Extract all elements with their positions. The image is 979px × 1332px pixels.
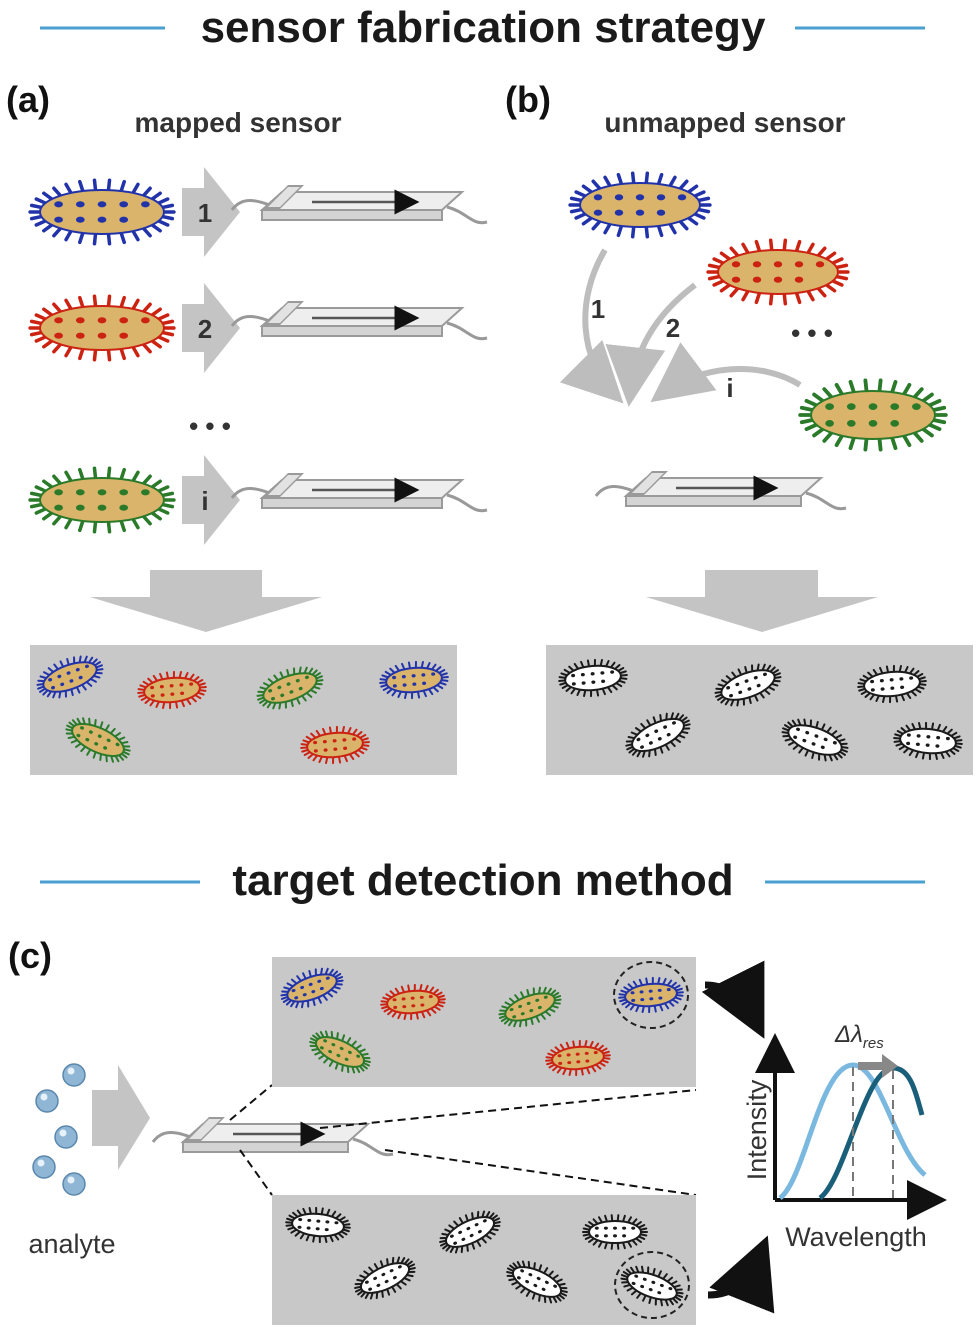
panel-a-step-1: 1 [198,198,212,228]
panel-b-arrow-1 [559,248,624,404]
spectrum-xlabel: Wavelength [785,1222,927,1252]
panel-a-surface-probe-6 [300,725,370,765]
panel-b-step-2: 2 [666,313,680,343]
panel-b-surface-probes [558,658,963,762]
panel-a-surface-probe-1 [36,655,104,699]
shift-label: Δλres [834,1021,884,1052]
panel-b-arrow-2 [605,282,697,407]
panel-a-surface-probes [36,655,449,765]
panel-c-unmapped-probe-4 [354,1256,416,1300]
panel-c-unmapped-probes [285,1206,684,1307]
unmapped-to-spectrum-arrow [707,1235,775,1314]
zoom-line-top-right [319,1089,697,1129]
panel-a-probe-3 [28,466,176,534]
panel-b-probe-blue [568,171,712,239]
panel-a-down-arrow [90,570,322,632]
panel-b-step-i: i [726,373,733,403]
spectrum-curve-after [818,1065,925,1201]
panel-b-step-1: 1 [591,294,605,324]
panel-c-mapped-probes [280,967,684,1077]
panel-a-step-2: 2 [198,314,212,344]
panel-a-surface-probe-3 [256,666,324,710]
panel-c-mapped-probe-2 [380,983,446,1021]
panel-c-unmapped-probe-6 [620,1265,684,1307]
analyte-sphere-5 [62,1172,86,1196]
panel-a-surface-probe-2 [137,670,207,710]
analyte-sphere-2 [35,1089,59,1113]
panel-b-surface-probe-1 [558,658,628,698]
analyte-arrow [92,1065,150,1170]
analyte-sphere-4 [32,1155,56,1179]
panel-a-step-arrow-2 [182,283,240,373]
panel-c-mapped-probe-1 [280,967,344,1009]
panel-a-chip-1 [230,185,488,225]
panel-c-unmapped-probe-2 [439,1210,501,1254]
analyte-label: analyte [28,1229,115,1259]
panel-b-surface-probe-5 [781,718,849,762]
panel-a-step-arrow-3 [182,455,240,545]
panel-c-sensor-chip [151,1117,394,1157]
panel-b-arrow-i [650,342,802,403]
detection-title: target detection method [232,856,733,905]
panel-a-probe-1 [28,178,176,246]
panel-b-surface-probe-2 [714,663,782,707]
shift-subscript: res [863,1035,884,1052]
panel-c-mapped-probe-4 [618,976,684,1014]
panel-c-mapped-probe-5 [309,1030,371,1074]
panel-b-chip [594,471,847,511]
panel-c-unmapped-probe-3 [582,1214,648,1250]
panel-a-subtitle: mapped sensor [135,107,342,138]
panel-b-probe-red [706,238,850,306]
panel-a-step-3: i [201,486,208,516]
panel-c-unmapped-probe-1 [285,1206,351,1244]
panel-a-step-arrow-1 [182,167,240,257]
spectrum-ylabel: Intensity [742,1079,772,1180]
unmapped-highlight-circle [614,1251,690,1319]
analyte-sphere-1 [62,1063,86,1087]
panel-c-mapped-probe-6 [545,1039,611,1077]
panel-c-mapped-probe-3 [498,986,562,1028]
panel-a-surface-probe-5 [65,717,131,763]
panel-b-ellipsis: • • • [791,318,833,348]
panel-a-rows: 1 2 i [28,167,488,545]
panel-b-probes [568,171,948,452]
panel-c-label: (c) [8,935,52,976]
fabrication-title: sensor fabrication strategy [201,3,766,52]
zoom-line-top-left [229,1084,273,1121]
panel-b-down-arrow [646,570,878,632]
panel-a-ellipsis: • • • [189,411,231,441]
panel-a-chip-2 [230,301,488,341]
panel-c-unmapped-probe-5 [506,1260,568,1304]
zoom-line-bottom-left [239,1149,273,1196]
panel-b-sensor-chip [594,471,847,511]
zoom-line-bottom-right [384,1149,697,1196]
mapped-to-spectrum-arrow [701,960,765,1039]
panel-a-label: (a) [6,79,50,120]
panel-b-surface-probe-4 [625,712,691,758]
panel-a-chip-3 [230,473,488,513]
panel-b-subtitle: unmapped sensor [604,107,845,138]
panel-b-surface-probe-6 [893,721,963,761]
panel-b-surface-probe-3 [857,664,927,704]
spectrum-curve-before [778,1062,927,1201]
shift-symbol: Δλ [834,1021,863,1048]
analyte-sphere-3 [54,1125,78,1149]
analyte-spheres [32,1063,86,1196]
spectrum-plot: Δλres Intensity Wavelength [742,1021,947,1252]
panel-b-probe-green [798,378,948,452]
panel-b-label: (b) [505,79,551,120]
panel-c-chip [151,1117,394,1157]
panel-a-probe-2 [28,294,176,362]
mapped-highlight-circle [613,961,689,1029]
shift-arrow [858,1054,898,1078]
panel-a-surface-probe-4 [379,660,449,700]
